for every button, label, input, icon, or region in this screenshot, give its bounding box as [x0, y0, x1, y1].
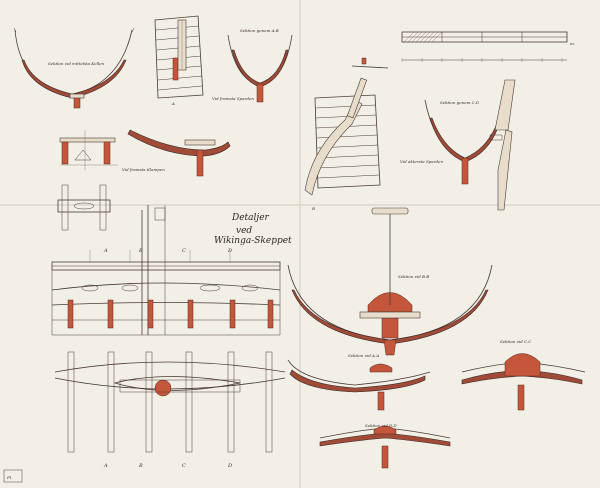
label-fore-frame: Vid framsta Klampen — [122, 167, 165, 172]
scale-unit: m. — [570, 41, 575, 46]
title-line-2: ved — [236, 226, 252, 236]
section-cd: Sektion genom C.D Vid aktersta Sparden — [400, 79, 516, 211]
frame-posts — [67, 299, 274, 329]
section-marker-c: C — [182, 248, 186, 254]
section-ab: Sektion genom A.B Vid framsta Sparden — [212, 28, 293, 103]
svg-text:B: B — [311, 206, 315, 211]
label-section-cd: Sektion genom C.D — [440, 100, 480, 105]
section-aa: Sektion vid A.A — [287, 353, 431, 411]
fore-thwart-detail — [59, 130, 118, 170]
section-marker-d: D — [227, 248, 232, 254]
label-section-ab: Sektion genom A.B — [240, 28, 279, 33]
label-aft-thwart: Vid aktersta Sparden — [400, 159, 443, 164]
plan-view: A B C D — [54, 351, 286, 469]
label-section-dd: Sektion vid D.D — [365, 423, 397, 428]
section-marker-b: B — [138, 248, 143, 254]
beam-plan-small — [57, 184, 111, 231]
section-marker-a: A — [103, 248, 108, 254]
label-section-mid-keel: Sektion vid mittelsta Kollen — [48, 61, 105, 66]
rudder-detail: B — [304, 57, 389, 211]
svg-text:A: A — [171, 101, 175, 106]
svg-text:C: C — [182, 463, 186, 469]
title-line-1: Detaljer — [231, 213, 270, 223]
section-cc: Sektion vid C.C — [461, 339, 586, 411]
longitudinal-elevation: A B C D — [51, 205, 281, 336]
title-block: Detaljer ved Wikinga-Skeppet — [214, 213, 292, 246]
scale-bar: m. — [401, 31, 575, 62]
section-mid-keel: Sektion vid mittelsta Kollen — [13, 27, 135, 109]
title-line-3: Wikinga-Skeppet — [214, 236, 292, 246]
label-fore-thwart: Vid framsta Sparden — [212, 96, 254, 101]
label-section-cc: Sektion vid C.C — [500, 339, 531, 344]
label-section-bb: Sektion vid B.B — [398, 274, 429, 279]
section-bb: Sektion vid B.B — [287, 207, 493, 356]
svg-text:A: A — [103, 463, 108, 469]
planking-detail-fore: A — [154, 15, 204, 106]
corner-stamp: Pl. — [3, 469, 23, 483]
section-dd: Sektion vid D.D — [319, 423, 451, 469]
label-section-aa: Sektion vid A.A — [348, 353, 379, 358]
corner-stamp-text: Pl. — [6, 475, 12, 480]
fore-frame-detail: Vid framsta Klampen — [122, 129, 231, 177]
svg-text:B: B — [138, 463, 143, 469]
svg-text:D: D — [227, 463, 232, 469]
